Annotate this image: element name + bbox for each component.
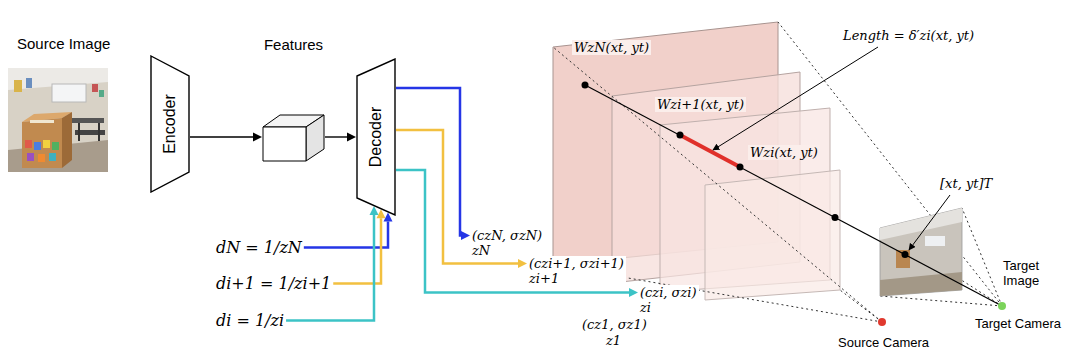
connector-arrow [325,133,356,142]
trapezoid-shape [151,56,189,192]
ray-point [832,214,839,221]
segment-length [680,135,740,167]
tensor-label: Features [262,36,325,53]
connector-line [396,170,629,293]
formula-text: (czi, σzi) [640,285,697,300]
connector-arrow [286,206,378,320]
target-image [880,208,962,296]
photo-poster [14,80,22,92]
frustum-line [880,296,1002,306]
depth-text: zi+1 [529,271,624,286]
arrow-head [461,231,470,240]
photo-card [49,153,56,161]
connector-line [190,136,253,137]
depth-input: di = 1/zi [214,311,286,330]
arrow-head [518,259,527,268]
frustum-line [778,22,1002,306]
camera-label: Target Camera [975,316,1061,331]
ray-point [677,132,684,139]
ray-point [902,251,909,258]
photo-card [38,154,45,162]
plane-output: (czN, σzN)zN [470,228,544,258]
target-photo-floor [880,272,962,296]
length-note: Length = δ′zi(xt, yt) [843,28,974,43]
leader-arrow [909,195,950,250]
depth-text: z1 [606,333,621,348]
photo-desk [78,123,80,141]
depth-input: di+1 = 1/zi+1 [214,274,333,293]
trapezoid-shape [357,59,395,215]
photo-table [62,112,72,168]
photo-poster [26,78,32,88]
point-label: Wzi(xt, yt) [748,145,820,160]
photo-card [25,140,32,148]
photo-card [52,142,59,150]
camera-label: Source Camera [838,335,929,350]
plane-output: (czi+1, σzi+1)zi+1 [527,256,626,286]
plane-output: (cz1, σz1) [582,317,647,332]
photo-card [27,153,34,161]
ray-points [582,82,909,259]
image-caption: Target Image [1003,258,1059,288]
plane-near [705,170,840,300]
block-label: Encoder [161,94,179,154]
depth-text: zi [640,300,697,315]
target-photo-board [925,236,945,246]
photo-desk [70,118,104,123]
target-camera-dot [998,302,1006,310]
image-caption: Source Image [17,36,110,51]
cube-face [263,127,306,161]
feature-tensor: Features [262,36,325,162]
photo-poster [92,84,98,92]
formula-text: (czi+1, σzi+1) [529,256,624,271]
source-camera-dot [878,318,886,326]
formula-text: (czN, σzN) [472,228,542,243]
target-photo-table [896,250,910,268]
connector-arrow [190,133,262,142]
block-label: Decoder [367,107,385,167]
arrow-head [347,133,356,142]
photo-card [43,140,50,148]
photo-desk [98,123,100,141]
point-label: Wzi+1(xt, yt) [655,97,746,112]
target-photo-ceiling [880,208,962,240]
photo-card [34,142,41,150]
decoder-block: Decoder [356,58,396,216]
arrow-head [629,288,638,297]
connector-arrow [396,88,470,240]
photo-poster [99,90,104,97]
source-photo [8,68,108,172]
pixel-label: [xt, yt]T [940,176,992,191]
point-label: WzN(xt, yt) [572,40,651,55]
encoder-block: Encoder [150,55,190,193]
cube-face [306,115,324,161]
formula-text: di = 1/zi [216,311,284,330]
ray-line [585,85,1002,306]
photo-wall [8,68,108,172]
photo-table [22,118,62,168]
connector-line [396,88,461,236]
ray-point [737,164,744,171]
connector-line [325,136,347,137]
formula-text: di+1 = 1/zi+1 [216,274,331,293]
target-photo [880,208,962,296]
frustum-line [962,208,1002,306]
connector-arrow [396,170,638,297]
frustum-line [840,290,882,322]
arrow-head [253,133,262,142]
depth-input: dN = 1/zN [214,238,304,257]
connector-line [304,221,388,247]
photo-card [30,120,54,123]
connector-arrow [333,209,385,283]
cube-icon [262,114,325,162]
formula-text: dN = 1/zN [216,238,302,257]
photo-whiteboard [52,84,86,102]
plane-output: (czi, σzi)zi [638,285,699,315]
connector-line [286,215,374,320]
ray-point [582,82,589,89]
